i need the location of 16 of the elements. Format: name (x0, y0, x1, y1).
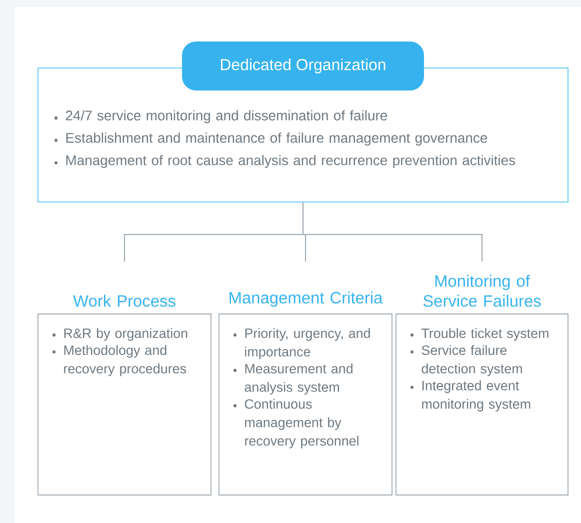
category-heading: Management Criteria (230, 291, 383, 307)
category-heading: Monitoring of Service Failures (423, 274, 541, 307)
bullet-item: Priority, urgency, and importance (233, 328, 370, 360)
bullet-item: Management of root cause analysis and recurrence prevention activities (54, 155, 516, 168)
category-heading: Work Process (73, 294, 176, 307)
bullet-item: Trouble ticket system (410, 328, 548, 341)
bullet-item: Methodology and recovery procedures (52, 345, 186, 376)
heading-pill: Dedicated Organization (182, 42, 424, 90)
bullet-item: Establishment and maintenance of failure management governance (54, 132, 488, 146)
bullet-item: Continuous management by recovery personnel (233, 398, 358, 448)
bullet-item: Integrated event monitoring system (410, 380, 530, 412)
bullet-item: Service failure detection system (410, 345, 522, 376)
bullet-item: Measurement and analysis system (233, 364, 352, 395)
bullet-item: 24/7 service monitoring and dissemination of failure (54, 110, 388, 124)
connector-line (302, 202, 482, 262)
bullet-item: R&R by organization (52, 328, 188, 341)
